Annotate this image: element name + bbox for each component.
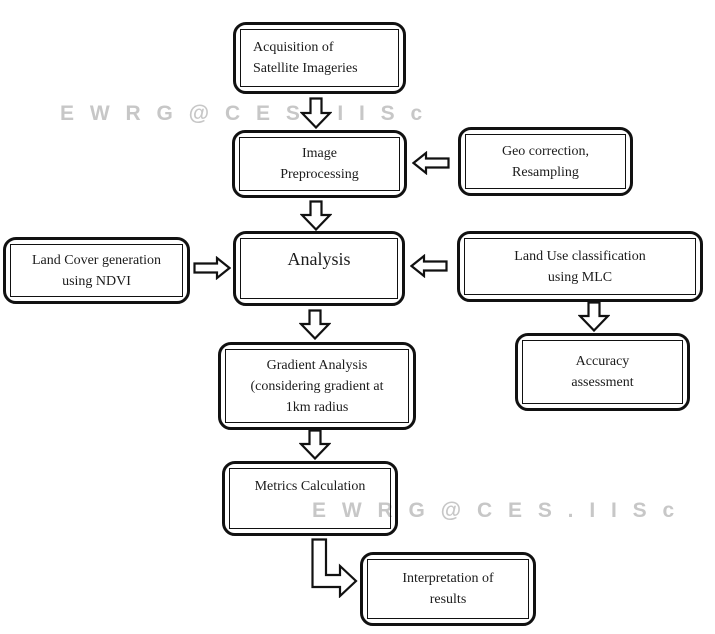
flow-node-image-preprocessing: Image Preprocessing: [232, 130, 407, 198]
arrow-down-icon-landuse-to-accuracy: [578, 301, 610, 332]
node-label: Land Use classification using MLC: [464, 238, 696, 295]
node-label-line: (considering gradient at: [250, 378, 384, 394]
node-label: Geo correction, Resampling: [465, 134, 626, 189]
watermark-ewrg-ces-iisc-top: E W R G @ C E S . I I S c: [60, 102, 428, 125]
node-label-line: Land Use classification: [514, 248, 646, 264]
node-label-line: 1km radius: [285, 399, 349, 415]
node-label-line: Land Cover generation: [31, 252, 162, 268]
flow-node-interpretation-results: Interpretation of results: [360, 552, 536, 626]
node-label: Metrics Calculation: [229, 468, 391, 529]
arrow-down-icon-preprocessing-to-analysis: [300, 200, 332, 231]
arrow-right-icon-landcover-to-analysis: [193, 256, 231, 280]
node-label-line: Satellite Imageries: [253, 61, 358, 76]
node-label-line: Resampling: [512, 164, 579, 180]
arrow-down-icon-acquisition-to-preprocessing: [300, 97, 332, 129]
node-label: Image Preprocessing: [239, 137, 400, 191]
flow-node-acquisition: Acquisition of Satellite Imageries: [233, 22, 406, 94]
flow-node-gradient-analysis: Gradient Analysis (considering gradient …: [218, 342, 416, 430]
node-label-line: results: [429, 592, 467, 607]
flow-node-metrics-calculation: Metrics Calculation: [222, 461, 398, 536]
node-label-line: using NDVI: [62, 273, 131, 289]
flow-node-land-cover-ndvi: Land Cover generation using NDVI: [3, 237, 190, 304]
node-label: Interpretation of results: [367, 559, 529, 619]
node-label-line: Accuracy: [575, 354, 630, 369]
node-label-line: assessment: [571, 375, 634, 390]
node-label: Gradient Analysis (considering gradient …: [225, 349, 409, 423]
arrow-left-icon-geo-to-preprocessing: [412, 151, 450, 175]
node-label-line: Image: [302, 146, 337, 161]
node-label-line: Geo correction,: [501, 143, 590, 159]
node-label: Land Cover generation using NDVI: [10, 244, 183, 297]
flow-node-analysis: Analysis: [233, 231, 405, 306]
node-label-line: Metrics Calculation: [254, 479, 366, 494]
arrow-down-icon-gradient-to-metrics: [299, 429, 331, 460]
arrow-down-icon-analysis-to-gradient: [299, 309, 331, 340]
node-label-line: Interpretation of: [402, 571, 494, 586]
node-label-line: Gradient Analysis: [266, 357, 368, 373]
node-label-line: Preprocessing: [280, 167, 359, 182]
flow-node-geo-correction: Geo correction, Resampling: [458, 127, 633, 196]
node-label-line: Analysis: [287, 249, 351, 269]
flow-node-land-use-mlc: Land Use classification using MLC: [457, 231, 703, 302]
node-label-line: using MLC: [547, 269, 613, 285]
node-label-line: Acquisition of: [253, 40, 334, 55]
flow-node-accuracy-assessment: Accuracy assessment: [515, 333, 690, 411]
arrow-elbow-down-right-icon-metrics-to-interpretation: [311, 538, 358, 598]
node-label: Analysis: [240, 238, 398, 299]
node-label: Accuracy assessment: [522, 340, 683, 404]
arrow-left-icon-landuse-to-analysis: [410, 254, 448, 278]
watermark-ewrg-ces-iisc-bottom: E W R G @ C E S . I I S c: [312, 499, 680, 522]
node-label: Acquisition of Satellite Imageries: [240, 29, 399, 87]
